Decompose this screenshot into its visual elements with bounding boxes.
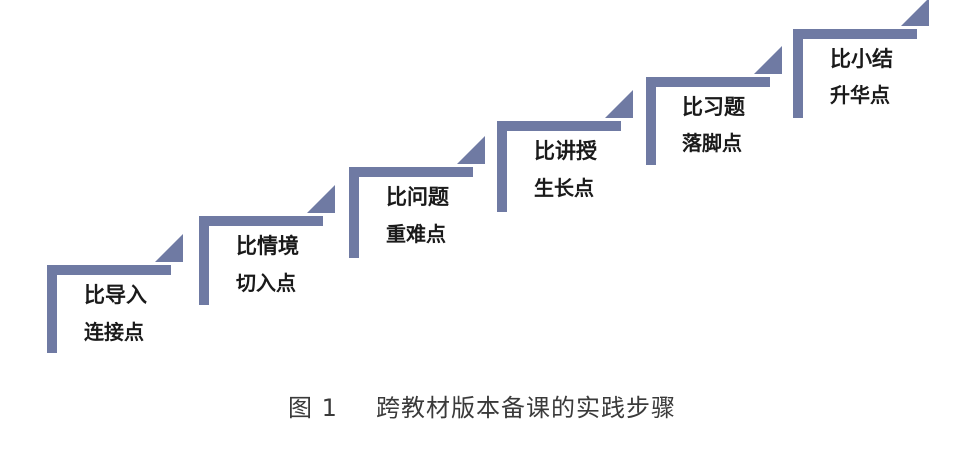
step-4-title: 比讲授 xyxy=(534,139,597,163)
step-6-triangle xyxy=(901,0,929,26)
step-6-stem xyxy=(793,29,803,118)
step-6-subtitle: 升华点 xyxy=(830,83,890,107)
step-3-band xyxy=(349,167,473,177)
step-1-triangle xyxy=(155,234,183,262)
step-4-subtitle: 生长点 xyxy=(534,176,594,200)
step-3-triangle xyxy=(457,136,485,164)
figure-caption: 图 1 跨教材版本备课的实践步骤 xyxy=(0,388,964,423)
step-5-title: 比习题 xyxy=(682,95,745,119)
step-1-subtitle: 连接点 xyxy=(84,320,144,344)
step-2-band xyxy=(199,216,323,226)
step-3-title: 比问题 xyxy=(386,185,449,209)
figure-caption-text: 跨教材版本备课的实践步骤 xyxy=(375,394,676,422)
step-5-triangle xyxy=(754,46,782,74)
step-4-band xyxy=(497,121,621,131)
step-2-triangle xyxy=(307,185,335,213)
step-1-title: 比导入 xyxy=(84,283,147,307)
step-4-stem xyxy=(497,121,507,212)
figure-number: 图 1 xyxy=(288,394,338,422)
step-4-triangle xyxy=(605,90,633,118)
step-6-title: 比小结 xyxy=(830,47,893,71)
step-2-title: 比情境 xyxy=(236,234,299,258)
staircase-shapes xyxy=(47,0,929,353)
step-1-stem xyxy=(47,265,57,353)
step-2-subtitle: 切入点 xyxy=(236,271,296,295)
step-5-band xyxy=(646,77,770,87)
step-3-stem xyxy=(349,167,359,258)
step-1-band xyxy=(47,265,171,275)
step-3-subtitle: 重难点 xyxy=(386,222,446,246)
step-6-band xyxy=(793,29,917,39)
step-2-stem xyxy=(199,216,209,305)
step-5-stem xyxy=(646,77,656,165)
step-5-subtitle: 落脚点 xyxy=(682,131,742,155)
